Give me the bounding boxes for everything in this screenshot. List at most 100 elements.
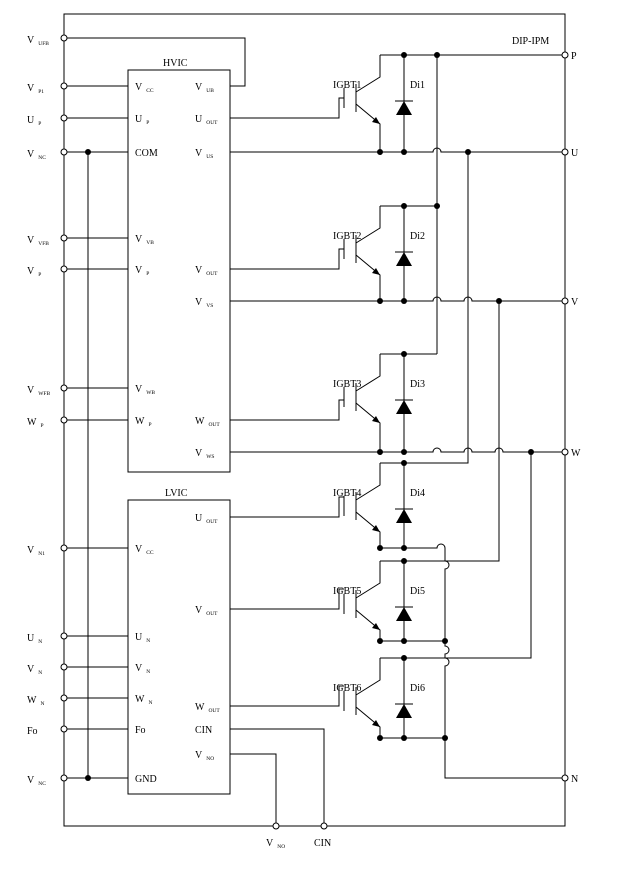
igbt-label: IGBT5: [333, 586, 361, 597]
lvic-pin-label-sub: N: [148, 700, 152, 706]
junction-dot: [401, 558, 407, 564]
left-terminal-label-sub: WFB: [38, 391, 50, 397]
left-terminal-pin[interactable]: [60, 544, 68, 552]
left-terminal-label-main: V: [27, 266, 35, 277]
left-terminal-pin[interactable]: [60, 114, 68, 122]
right-terminal-label: W: [571, 448, 581, 459]
left-terminal-pin[interactable]: [60, 148, 68, 156]
left-terminal-label-main: V: [27, 545, 35, 556]
junction-dot: [377, 149, 383, 155]
left-terminal-label-main: U: [27, 115, 35, 126]
left-terminal-pin[interactable]: [60, 632, 68, 640]
lvic-pin-label-main: GND: [135, 774, 157, 785]
right-terminal-pin[interactable]: [561, 51, 569, 59]
lvic-pin-label-main: V: [195, 750, 203, 761]
diode-symbol: [395, 55, 413, 152]
left-terminal-pin[interactable]: [60, 234, 68, 242]
hvic-pin-label-sub: VB: [146, 240, 154, 246]
wire-w-down: [380, 452, 532, 659]
left-terminal-label-main: V: [27, 149, 35, 160]
hvic-pin-label-sub: P: [146, 120, 149, 126]
right-terminal-pin[interactable]: [561, 774, 569, 782]
right-terminal-pin[interactable]: [561, 297, 569, 305]
left-terminal-label-main: W: [27, 417, 37, 428]
junction-dot: [377, 638, 383, 644]
lvic-pin-label: Fo: [135, 725, 146, 736]
left-terminal-pin[interactable]: [60, 82, 68, 90]
left-terminal-label-main: V: [27, 83, 35, 94]
left-terminal-label-main: U: [27, 633, 35, 644]
left-terminal-label-sub: UFB: [38, 41, 49, 47]
right-terminal-label: V: [571, 297, 579, 308]
hvic-pin-label-main: V: [195, 297, 203, 308]
hvic-pin-label-sub: OUT: [206, 271, 218, 277]
lvic-pin-label-main: W: [135, 694, 145, 705]
wire-phase-u: [230, 147, 565, 153]
hvic-pin-label-sub: US: [206, 154, 213, 160]
wire-v-out: [230, 248, 344, 270]
diode-symbol: [395, 658, 413, 738]
diode-label: Di5: [410, 586, 425, 597]
left-terminal-label-sub: P: [38, 272, 41, 278]
left-terminal-pin[interactable]: [60, 265, 68, 273]
left-terminal-pin[interactable]: [60, 725, 68, 733]
wire-n-bus: [380, 543, 565, 779]
hvic-pin-label-main: V: [135, 265, 143, 276]
bottom-terminal-pin[interactable]: [272, 822, 280, 830]
right-terminal-pin[interactable]: [561, 448, 569, 456]
igbt-symbol: [343, 206, 381, 301]
bottom-terminal-label: CIN: [314, 838, 331, 849]
wire-w-out: [230, 399, 344, 421]
junction-dot: [377, 449, 383, 455]
diode-label: Di6: [410, 683, 425, 694]
igbt-symbol: [343, 658, 381, 738]
hvic-pin-label-sub: P: [148, 422, 151, 428]
junction-dot: [401, 298, 407, 304]
left-terminal-pin[interactable]: [60, 774, 68, 782]
junction-dot: [434, 203, 440, 209]
hvic-pin-label-main: V: [135, 234, 143, 245]
junction-dot: [85, 775, 91, 781]
module-title: DIP-IPM: [512, 36, 549, 47]
left-terminal-label-sub: N: [38, 639, 42, 645]
bottom-terminal-pin[interactable]: [320, 822, 328, 830]
igbt-label: IGBT2: [333, 231, 361, 242]
diode-symbol: [395, 354, 413, 452]
left-terminal-label-sub: P1: [38, 89, 44, 95]
diode-label: Di3: [410, 379, 425, 390]
left-terminal-pin[interactable]: [60, 384, 68, 392]
junction-dot: [377, 298, 383, 304]
junction-dot: [401, 52, 407, 58]
junction-dot: [377, 735, 383, 741]
junctions: [85, 52, 534, 781]
left-terminal-pin[interactable]: [60, 34, 68, 42]
left-terminal-pin[interactable]: [60, 694, 68, 702]
lvic-pin-label-main: V: [135, 663, 143, 674]
left-terminal-pin[interactable]: [60, 663, 68, 671]
right-terminal-pin[interactable]: [561, 148, 569, 156]
left-terminal-pin[interactable]: [60, 416, 68, 424]
